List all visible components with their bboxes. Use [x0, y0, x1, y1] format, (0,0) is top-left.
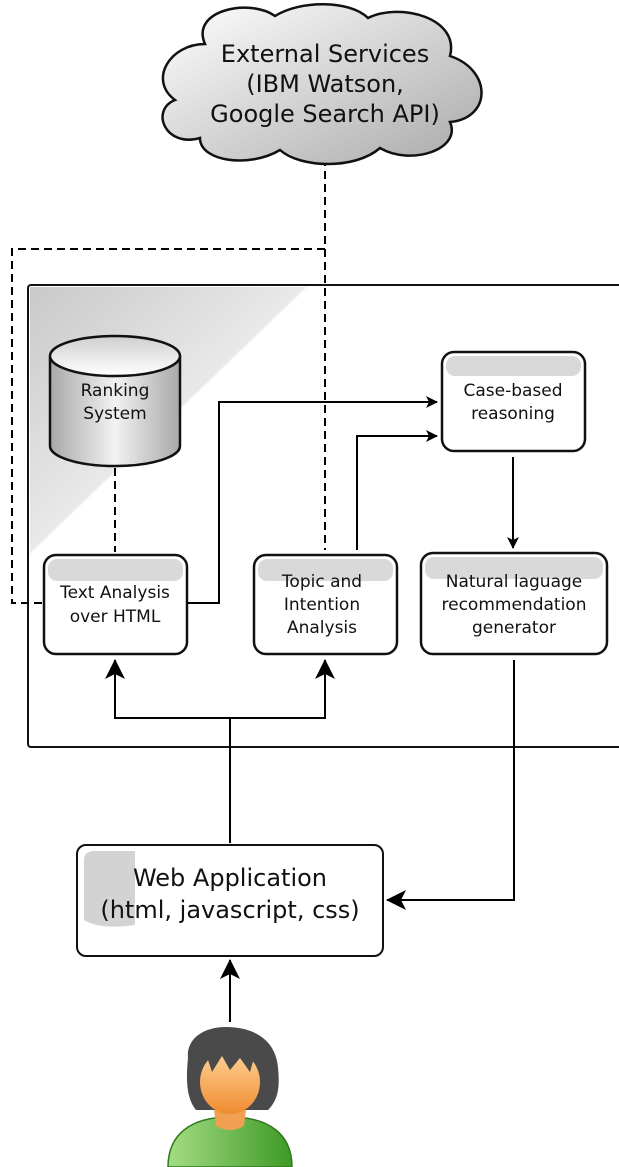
- generator-to-webapp-arrow: [386, 660, 515, 910]
- topic-label-1: Topic and: [281, 572, 362, 592]
- text-analysis-label-1: Text Analysis: [59, 583, 170, 603]
- case-based-label-2: reasoning: [471, 404, 555, 424]
- topic-label-3: Analysis: [287, 618, 357, 638]
- text-to-case-arrow: [188, 396, 438, 604]
- external-service-links: [11, 158, 326, 604]
- user-icon: [167, 1027, 293, 1167]
- ranking-label-1: Ranking: [81, 381, 150, 401]
- web-application-box: Web Application (html, javascript, css): [76, 844, 384, 957]
- webapp-to-text-arrow: [105, 659, 231, 843]
- topic-label-2: Intention: [284, 595, 360, 615]
- ranking-system-database: Ranking System: [48, 334, 182, 468]
- text-analysis-box: Text Analysis over HTML: [42, 553, 189, 656]
- case-based-reasoning-box: Case-based reasoning: [440, 350, 587, 453]
- webapp-to-topic-arrow: [230, 659, 335, 719]
- case-based-label-1: Case-based: [463, 381, 562, 401]
- nl-generator-label-2: recommendation: [442, 595, 587, 615]
- topic-analysis-box: Topic and Intention Analysis: [252, 553, 399, 656]
- cloud-subtitle-2: Google Search API): [210, 100, 440, 128]
- cloud-subtitle-1: (IBM Watson,: [246, 70, 404, 98]
- cloud-title: External Services: [221, 40, 429, 68]
- nl-generator-box: Natural laguage recommendation generator: [419, 551, 609, 656]
- ranking-label-2: System: [83, 404, 146, 424]
- web-app-title: Web Application: [133, 864, 327, 892]
- topic-to-case-arrow: [356, 430, 438, 550]
- text-analysis-label-2: over HTML: [70, 607, 161, 627]
- flow-arrows: [105, 396, 519, 1022]
- web-app-subtitle: (html, javascript, css): [100, 896, 359, 924]
- external-services-cloud: External Services (IBM Watson, Google Se…: [161, 3, 483, 166]
- nl-generator-label-1: Natural laguage: [446, 572, 582, 592]
- nl-generator-label-3: generator: [472, 618, 556, 638]
